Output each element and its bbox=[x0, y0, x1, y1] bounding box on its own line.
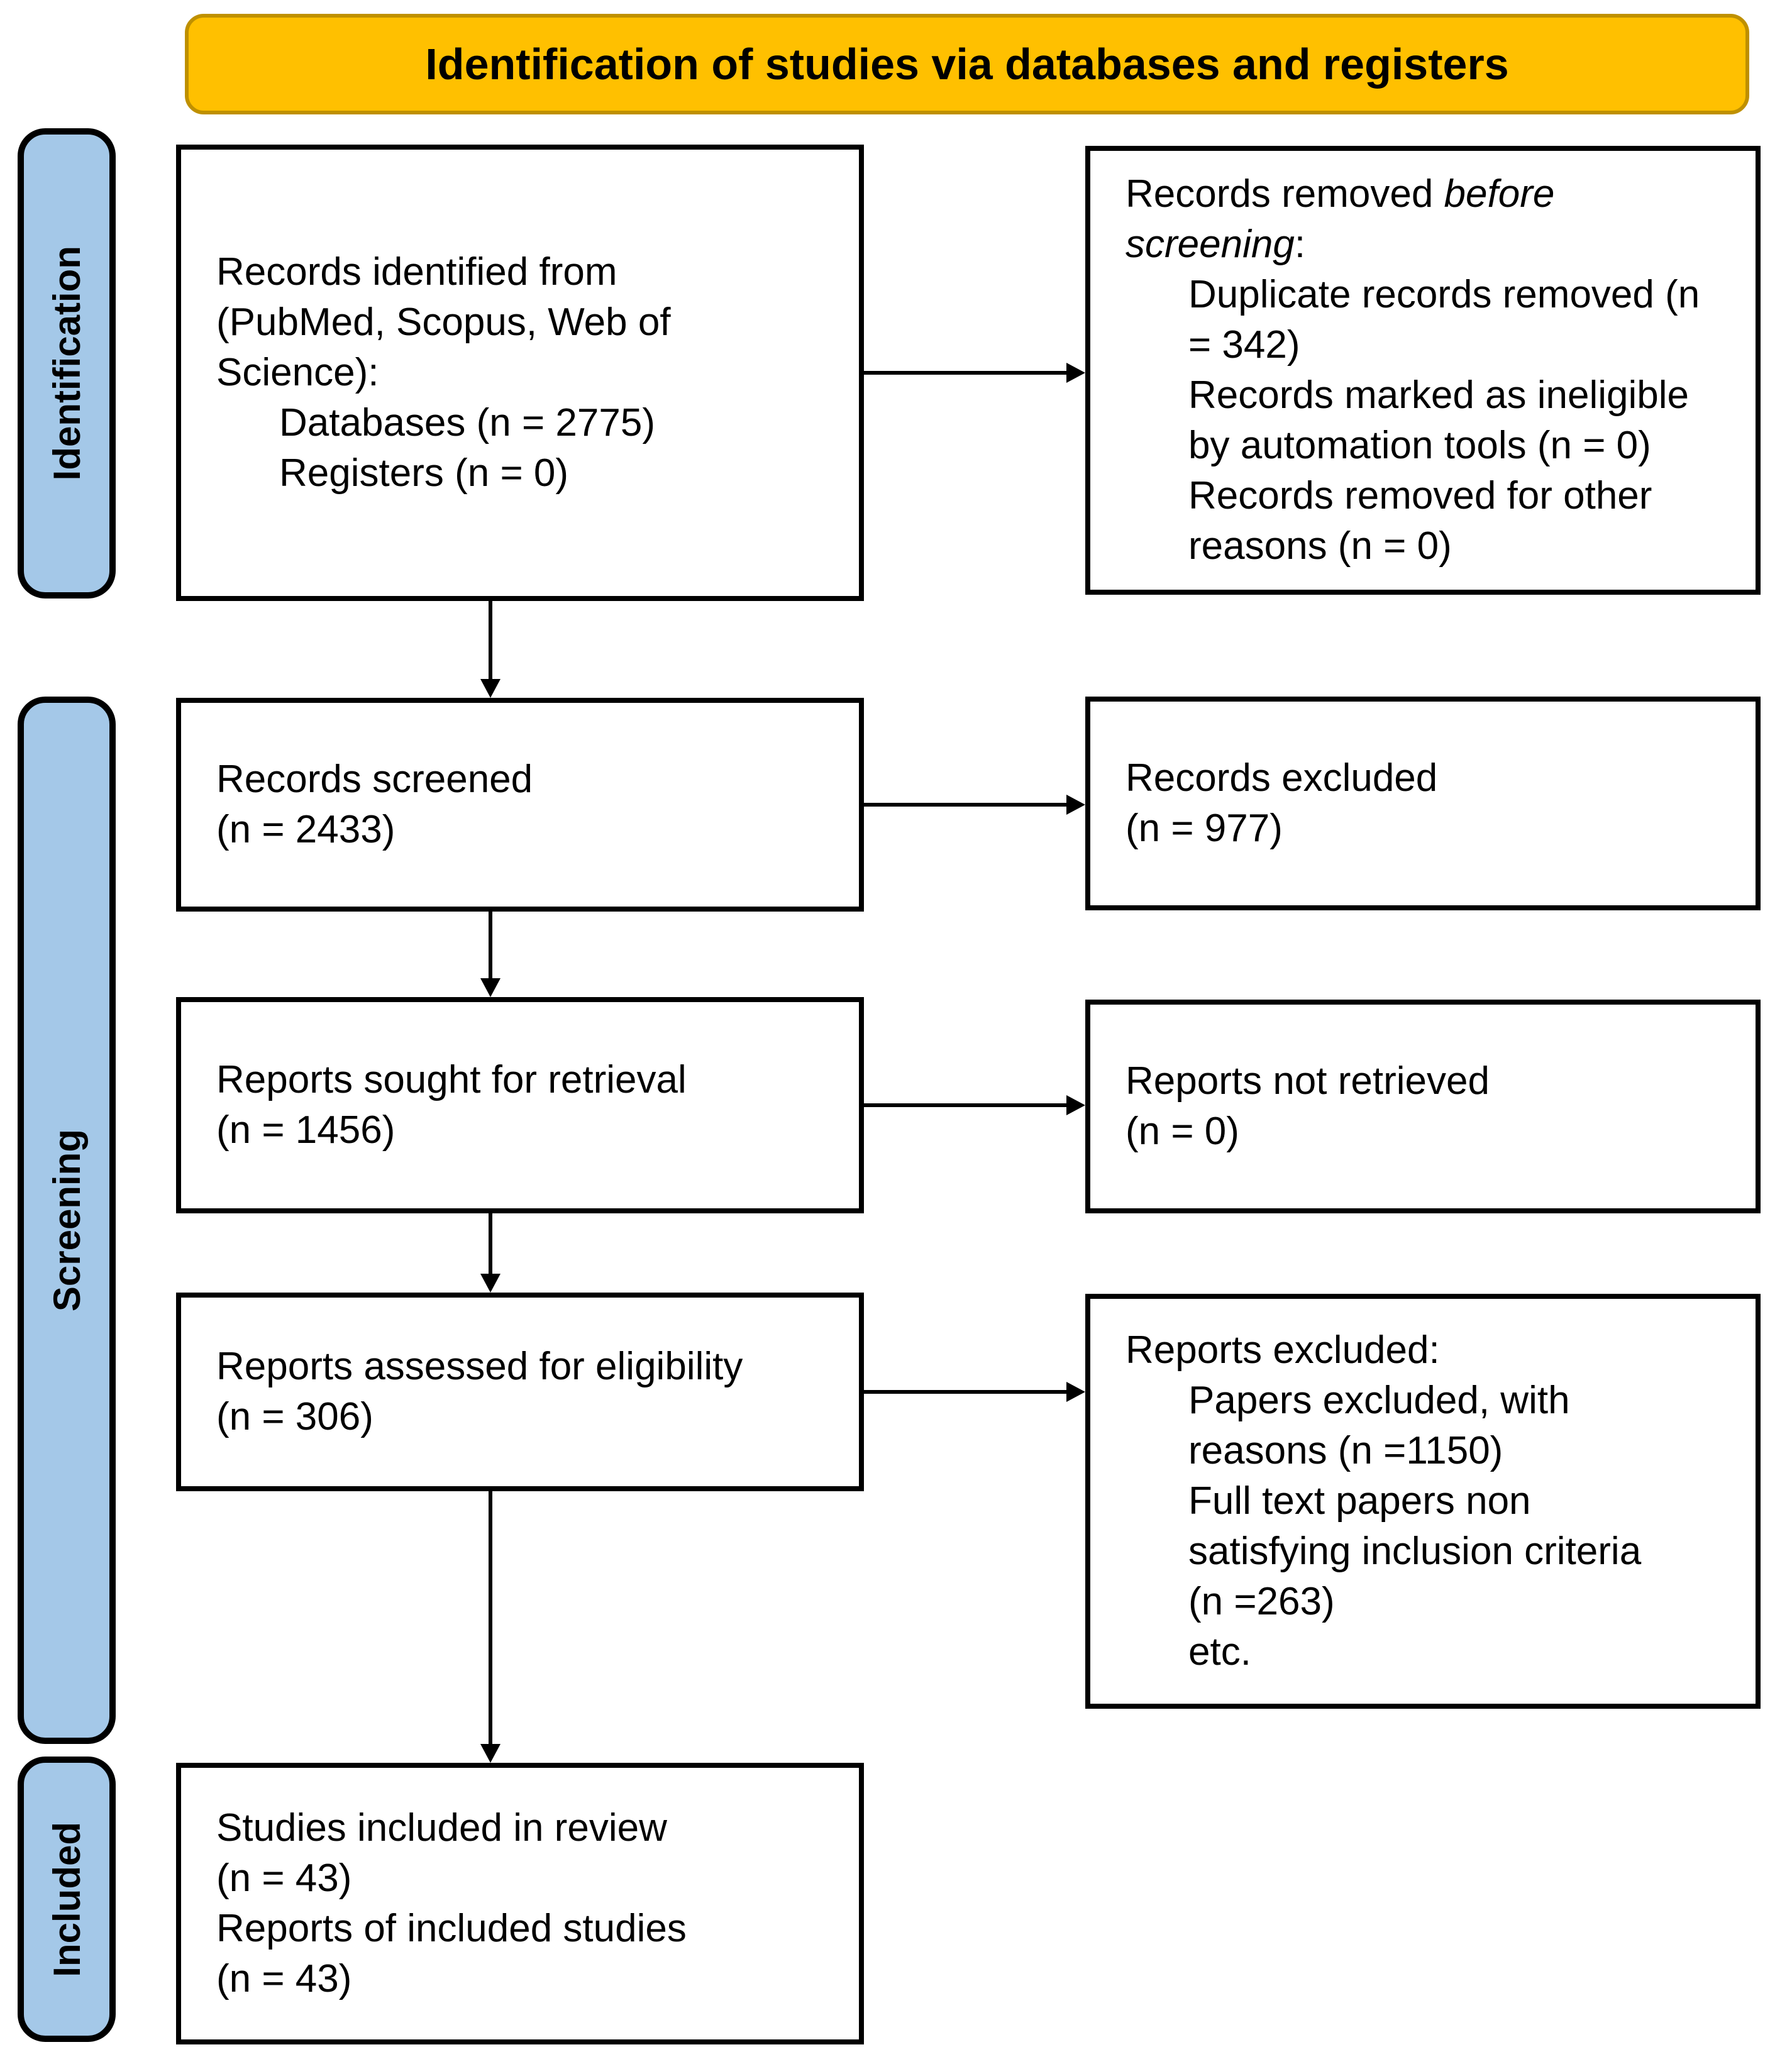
box-text: Reports excluded: bbox=[1126, 1328, 1440, 1372]
list-item: Databases (n = 2775) bbox=[279, 401, 655, 444]
stage-label-included: Included bbox=[45, 1821, 88, 1977]
box-text: Reports sought for retrieval (n = 1456) bbox=[216, 1058, 687, 1152]
italic-before-screening: before screening bbox=[1126, 172, 1555, 266]
stage-label-screening: Screening bbox=[45, 1128, 88, 1312]
box-text: Records removed before screening: bbox=[1126, 172, 1555, 266]
list-item: Duplicate records removed (n = 342) bbox=[1188, 273, 1700, 367]
box-records-identified: Records identified from (PubMed, Scopus,… bbox=[176, 145, 864, 601]
box-records-excluded: Records excluded (n = 977) bbox=[1085, 697, 1761, 910]
title-banner: Identification of studies via databases … bbox=[185, 14, 1749, 114]
arrowhead-right-icon bbox=[1066, 795, 1085, 815]
list-item: etc. bbox=[1188, 1630, 1251, 1674]
list-item: Records removed for other reasons (n = 0… bbox=[1188, 474, 1652, 568]
list-item: Registers (n = 0) bbox=[279, 451, 569, 495]
arrowhead-down-icon bbox=[480, 679, 501, 698]
box-reports-not-retrieved: Reports not retrieved (n = 0) bbox=[1085, 1000, 1761, 1213]
stage-sidebar-identification: Identification bbox=[18, 128, 116, 598]
list-item: Papers excluded, with reasons (n =1150) bbox=[1188, 1379, 1570, 1472]
box-reports-assessed: Reports assessed for eligibility (n = 30… bbox=[176, 1293, 864, 1491]
arrowhead-down-icon bbox=[480, 978, 501, 997]
stage-label-identification: Identification bbox=[45, 246, 88, 481]
list-item: Full text papers non satisfying inclusio… bbox=[1188, 1479, 1642, 1623]
box-text: Records identified from (PubMed, Scopus,… bbox=[216, 250, 671, 394]
box-text: Records screened (n = 2433) bbox=[216, 758, 533, 851]
box-reports-sought: Reports sought for retrieval (n = 1456) bbox=[176, 997, 864, 1213]
arrowhead-right-icon bbox=[1066, 363, 1085, 383]
page-title: Identification of studies via databases … bbox=[425, 40, 1509, 89]
stage-sidebar-screening: Screening bbox=[18, 697, 116, 1744]
arrowhead-right-icon bbox=[1066, 1382, 1085, 1402]
box-records-screened: Records screened (n = 2433) bbox=[176, 698, 864, 912]
box-text: Reports assessed for eligibility (n = 30… bbox=[216, 1345, 743, 1438]
list-item: Records marked as ineligible by automati… bbox=[1188, 373, 1690, 467]
box-text: Records excluded (n = 977) bbox=[1126, 756, 1438, 850]
arrowhead-down-icon bbox=[480, 1744, 501, 1763]
box-reports-excluded: Reports excluded: Papers excluded, with … bbox=[1085, 1294, 1761, 1709]
box-text: Reports not retrieved (n = 0) bbox=[1126, 1059, 1490, 1153]
arrowhead-right-icon bbox=[1066, 1095, 1085, 1115]
stage-sidebar-included: Included bbox=[18, 1757, 116, 2042]
box-text: Studies included in review (n = 43) Repo… bbox=[216, 1806, 687, 2000]
arrowhead-down-icon bbox=[480, 1274, 501, 1293]
box-studies-included: Studies included in review (n = 43) Repo… bbox=[176, 1763, 864, 2044]
box-records-removed-before-screening: Records removed before screening: Duplic… bbox=[1085, 146, 1761, 595]
